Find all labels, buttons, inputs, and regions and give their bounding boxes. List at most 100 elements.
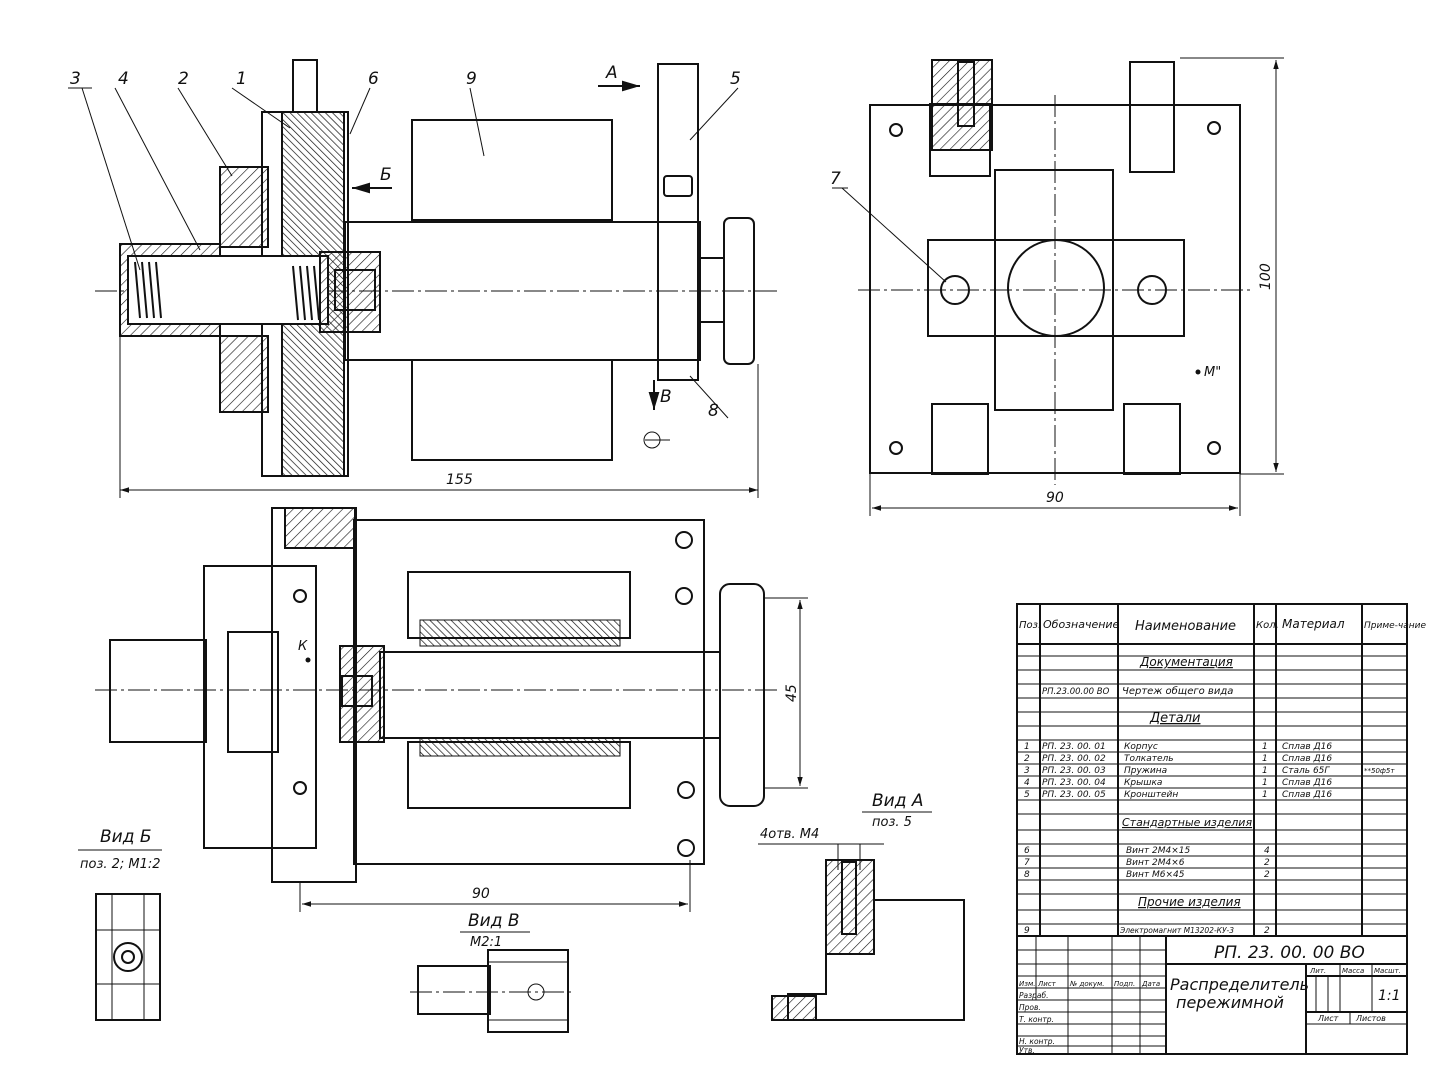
row-name: Винт 2М4×15 xyxy=(1126,846,1190,856)
pos-label-2: 2 xyxy=(178,69,189,89)
row-qty: 4 xyxy=(1264,846,1270,856)
row-qty: 2 xyxy=(1264,870,1270,880)
row-name: Электромагнит М13202-КУ-3 xyxy=(1119,926,1234,935)
row-code: РП. 23. 00. 02 xyxy=(1042,754,1106,764)
row-code: РП. 23. 00. 05 xyxy=(1042,790,1106,800)
section-docs: Документация xyxy=(1139,655,1233,669)
tb-row-tkontr: Т. контр. xyxy=(1019,1015,1054,1024)
row-name: Корпус xyxy=(1124,742,1158,752)
row-pos: 1 xyxy=(1024,742,1030,752)
row-name: Крышка xyxy=(1124,778,1162,788)
dim-90-top: 90 xyxy=(1046,490,1064,506)
hdr-note: Приме-чание xyxy=(1364,621,1426,631)
hdr-qty: Кол. xyxy=(1256,620,1279,631)
pos-label-9: 9 xyxy=(466,69,477,89)
row-qty: 1 xyxy=(1262,778,1268,788)
section-standard: Стандартные изделия xyxy=(1122,816,1252,829)
title-block: Изм. Лист № докум. Подп. Дата Разраб. Пр… xyxy=(1017,935,1407,1055)
row-pos: 4 xyxy=(1024,778,1030,788)
spring-left xyxy=(134,261,162,319)
view-a-title: Вид А xyxy=(872,791,924,811)
row-code: РП. 23. 00. 04 xyxy=(1042,778,1106,788)
spec-table: Поз. Обозначение Наименование Кол. Матер… xyxy=(1016,603,1426,1055)
tb-sheets: Листов xyxy=(1355,1014,1386,1023)
holes-note: 4отв. М4 xyxy=(760,827,819,842)
tb-sheet: Лист xyxy=(1317,1014,1339,1023)
row-pos: 8 xyxy=(1024,870,1030,880)
tb-col-izm: Изм. xyxy=(1019,980,1035,988)
dim-90-bottom: 90 xyxy=(472,886,490,902)
dim-45: 45 xyxy=(784,684,800,702)
row-code: РП.23.00.00 ВО xyxy=(1042,687,1110,697)
section-parts: Детали xyxy=(1149,711,1200,726)
view-arrow-v: В xyxy=(660,387,672,407)
row-code: РП. 23. 00. 01 xyxy=(1042,742,1106,752)
dim-100: 100 xyxy=(1258,263,1274,290)
row-name: Пружина xyxy=(1124,766,1167,776)
pos-label-4: 4 xyxy=(118,69,129,89)
row-pos: 2 xyxy=(1024,754,1030,764)
row-pos: 7 xyxy=(1024,858,1030,868)
pos-label-5: 5 xyxy=(730,69,741,89)
row-qty: 1 xyxy=(1262,754,1268,764)
row-qty: 1 xyxy=(1262,742,1268,752)
row-name: Кронштейн xyxy=(1124,790,1178,800)
view-arrow-b: Б xyxy=(380,165,392,185)
row-pos: 5 xyxy=(1024,790,1030,800)
spec-row-lines xyxy=(1017,655,1407,925)
row-qty: 2 xyxy=(1264,926,1270,936)
plan-view: К 45 90 xyxy=(95,507,808,912)
main-section-view: 3 4 2 1 6 9 5 8 А Б В 155 xyxy=(68,59,780,498)
tb-designation: РП. 23. 00. 00 ВО xyxy=(1214,943,1365,963)
view-v-title: Вид В xyxy=(468,911,520,931)
row-qty: 1 xyxy=(1262,766,1268,776)
tb-col-doc: № докум. xyxy=(1069,980,1105,988)
tb-row-nkontr: Н. контр. xyxy=(1019,1037,1055,1046)
plan-holes xyxy=(293,531,695,857)
view-b-title: Вид Б xyxy=(100,827,152,847)
tb-lit: Лит. xyxy=(1309,967,1326,975)
row-qty: 2 xyxy=(1264,858,1270,868)
hdr-mat: Материал xyxy=(1282,617,1345,631)
row-mat: Сплав Д16 xyxy=(1282,742,1332,752)
view-b-subtitle: поз. 2; М1:2 xyxy=(80,857,161,872)
pos-label-8: 8 xyxy=(708,401,719,421)
tb-title-line1: Распределитель xyxy=(1170,975,1309,994)
row-name: Чертеж общего вида xyxy=(1122,685,1233,697)
tb-title-line2: пережимной xyxy=(1176,993,1284,1012)
row-mat: Сплав Д16 xyxy=(1282,790,1332,800)
row-mat: Сталь 65Г xyxy=(1282,766,1330,776)
tb-scale-label: Масшт. xyxy=(1374,967,1401,975)
tb-row-utv: Утв. xyxy=(1019,1046,1035,1055)
row-pos: 9 xyxy=(1024,926,1030,936)
tb-mass: Масса xyxy=(1342,967,1364,975)
row-qty: 1 xyxy=(1262,790,1268,800)
row-mat: Сплав Д16 xyxy=(1282,754,1332,764)
tb-col-list: Лист xyxy=(1037,980,1057,988)
section-other: Прочие изделия xyxy=(1138,895,1241,909)
tb-row-razrab: Разраб. xyxy=(1019,991,1048,1000)
row-pos: 3 xyxy=(1024,766,1030,776)
dim-155: 155 xyxy=(446,472,473,488)
row-mat: Сплав Д16 xyxy=(1282,778,1332,788)
side-view: 7 М" 100 90 xyxy=(830,57,1284,516)
hdr-name: Наименование xyxy=(1135,619,1236,634)
hdr-code: Обозначение xyxy=(1043,618,1120,631)
tb-scale: 1:1 xyxy=(1378,988,1401,1004)
mount-holes xyxy=(889,121,1221,455)
pos-label-1: 1 xyxy=(236,69,247,89)
tb-col-date: Дата xyxy=(1141,980,1160,988)
pos-label-6: 6 xyxy=(368,69,379,89)
pos-label-7: 7 xyxy=(830,169,841,189)
point-m: М" xyxy=(1204,365,1221,380)
row-code: РП. 23. 00. 03 xyxy=(1042,766,1106,776)
row-pos: 6 xyxy=(1024,846,1030,856)
row-note: **50ф5т xyxy=(1364,767,1395,775)
view-arrow-a: А xyxy=(605,63,618,83)
point-k: К xyxy=(298,639,308,654)
title-block-grid xyxy=(1017,936,1166,1054)
view-b: Вид Б поз. 2; М1:2 xyxy=(78,827,162,1021)
row-name: Толкатель xyxy=(1124,754,1174,764)
spring-right xyxy=(292,265,320,321)
